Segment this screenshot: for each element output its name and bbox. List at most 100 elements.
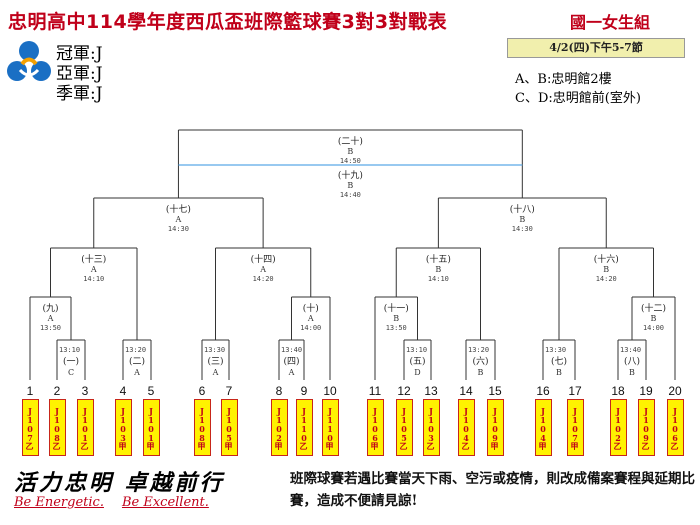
slot-number-4: 4 xyxy=(120,384,127,398)
team-box-10: J110甲 xyxy=(321,399,339,456)
match-m12-name: (十二) xyxy=(641,302,666,314)
team-label-19: J109乙 xyxy=(641,406,651,449)
match-m4-court: A xyxy=(288,368,295,377)
match-m9-name: (九) xyxy=(42,303,58,314)
match-m15-court: B xyxy=(435,265,441,274)
match-m16-court: B xyxy=(603,265,609,274)
team-label-16: J104甲 xyxy=(538,406,548,449)
match-m10-time: 14:00 xyxy=(300,324,321,332)
team-box-2: J108乙 xyxy=(48,399,66,456)
team-box-12: J105乙 xyxy=(395,399,413,456)
match-m18-time: 14:30 xyxy=(512,225,533,233)
match-m1-name: (一) xyxy=(63,356,79,367)
division-label: 國一女生組 xyxy=(570,13,651,32)
slot-number-6: 6 xyxy=(199,384,206,398)
slot-number-5: 5 xyxy=(148,384,155,398)
match-m19-name: (十九) xyxy=(338,169,363,181)
team-box-14: J104乙 xyxy=(457,399,475,456)
match-m16-time: 14:20 xyxy=(596,275,617,283)
slot-number-8: 8 xyxy=(276,384,283,398)
match-m5-time: 13:10 xyxy=(406,346,427,354)
slogan-en-energetic: Be Energetic. xyxy=(14,495,104,510)
champion-label: 冠軍:J xyxy=(56,44,103,64)
match-m1-time: 13:10 xyxy=(59,346,80,354)
slot-number-17: 17 xyxy=(568,384,582,398)
team-label-12: J105乙 xyxy=(399,406,409,449)
team-label-8: J102甲 xyxy=(274,406,284,449)
team-box-4: J103甲 xyxy=(114,399,132,456)
match-m7-court: B xyxy=(556,368,562,377)
team-label-9: J110乙 xyxy=(299,406,309,449)
rain-notice: 班際球賽若遇比賽當天下雨、空污或疫情，則改成備案賽程與延期比賽，造成不便請見諒! xyxy=(290,471,695,509)
slot-number-15: 15 xyxy=(488,384,502,398)
match-m18-court: B xyxy=(519,215,525,224)
match-m17-time: 14:30 xyxy=(168,225,189,233)
team-box-16: J104甲 xyxy=(534,399,552,456)
match-m4-time: 13:40 xyxy=(281,346,302,354)
slot-number-19: 19 xyxy=(639,384,653,398)
match-m8-court: B xyxy=(629,368,635,377)
team-box-5: J101甲 xyxy=(142,399,160,456)
slogan-chinese: 活力忠明 卓越前行 xyxy=(14,470,225,496)
team-label-1: J107乙 xyxy=(25,406,35,449)
match-m4-name: (四) xyxy=(283,356,299,367)
match-m7-name: (七) xyxy=(551,356,567,367)
match-m16-name: (十六) xyxy=(594,253,619,265)
slot-number-11: 11 xyxy=(369,384,382,398)
match-m20-court: B xyxy=(347,147,353,156)
date-time-box: 4/2(四)下午5-7節 xyxy=(507,38,685,58)
match-m14-time: 14:20 xyxy=(253,275,274,283)
match-m3-court: A xyxy=(212,368,219,377)
team-label-6: J108甲 xyxy=(197,406,207,449)
runner-up-label: 亞軍:J xyxy=(56,64,103,84)
match-m5-court: D xyxy=(414,368,420,377)
match-m12-time: 14:00 xyxy=(643,324,664,332)
team-label-13: J103乙 xyxy=(426,406,436,449)
match-m15-time: 14:10 xyxy=(428,275,449,283)
match-m17-name: (十七) xyxy=(166,203,191,215)
team-label-7: J105甲 xyxy=(224,406,234,449)
match-m5-name: (五) xyxy=(409,356,425,367)
match-m3-time: 13:30 xyxy=(204,346,225,354)
match-m6-court: B xyxy=(478,368,484,377)
match-m1-court: C xyxy=(68,368,74,377)
slogan-english: Be Energetic. Be Excellent. xyxy=(14,495,227,510)
team-label-14: J104乙 xyxy=(461,406,471,449)
match-m20-time: 14:50 xyxy=(340,157,361,165)
match-m2-court: A xyxy=(133,368,140,377)
match-m2-name: (二) xyxy=(129,356,145,367)
team-box-9: J110乙 xyxy=(295,399,313,456)
slot-number-12: 12 xyxy=(397,384,411,398)
venue-ab-label: A、B:忠明館2樓 xyxy=(515,72,612,87)
team-label-15: J109甲 xyxy=(490,406,500,449)
team-box-6: J108甲 xyxy=(193,399,211,456)
match-m9-court: A xyxy=(47,314,54,323)
team-label-11: J106甲 xyxy=(370,406,380,449)
slot-number-14: 14 xyxy=(459,384,473,398)
match-m3-name: (三) xyxy=(207,356,223,367)
slot-number-16: 16 xyxy=(536,384,550,398)
match-m19-time: 14:40 xyxy=(340,191,361,199)
team-box-17: J107甲 xyxy=(566,399,584,456)
slot-number-13: 13 xyxy=(424,384,438,398)
match-m11-name: (十一) xyxy=(384,302,409,314)
match-m13-name: (十三) xyxy=(81,253,106,265)
team-box-3: J101乙 xyxy=(76,399,94,456)
team-box-1: J107乙 xyxy=(21,399,39,456)
slot-number-18: 18 xyxy=(611,384,625,398)
match-m6-name: (六) xyxy=(472,355,488,367)
match-m13-time: 14:10 xyxy=(83,275,104,283)
slogan-en-excellent: Be Excellent. xyxy=(121,495,209,510)
team-box-11: J106甲 xyxy=(366,399,384,456)
match-m20-name: (二十) xyxy=(338,135,363,147)
match-m10-name: (十) xyxy=(303,302,319,314)
slot-number-2: 2 xyxy=(54,384,61,398)
match-m18-name: (十八) xyxy=(510,203,535,215)
team-label-20: J106乙 xyxy=(670,406,680,449)
team-box-15: J109甲 xyxy=(486,399,504,456)
team-box-18: J102乙 xyxy=(609,399,627,456)
team-label-10: J110甲 xyxy=(325,406,335,449)
match-m19-court: B xyxy=(347,181,353,190)
match-m11-time: 13:50 xyxy=(386,324,407,332)
team-box-8: J102甲 xyxy=(270,399,288,456)
